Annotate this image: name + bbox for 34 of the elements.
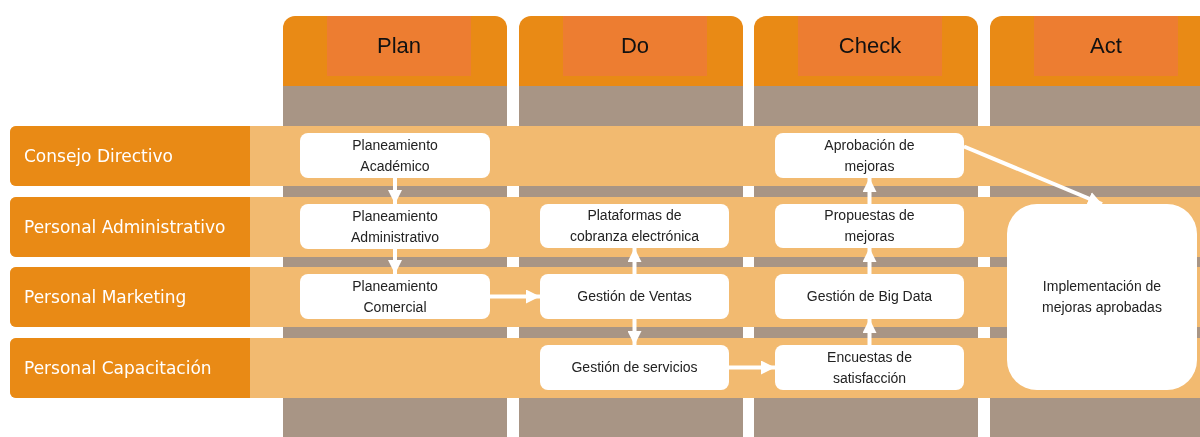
phase-column bbox=[283, 16, 507, 86]
phase-label: Do bbox=[563, 16, 707, 76]
phase-label: Act bbox=[1034, 16, 1178, 76]
arrow bbox=[963, 144, 1103, 206]
process-box: Propuestas de mejoras bbox=[775, 204, 964, 248]
process-box: Planeamiento Académico bbox=[300, 133, 490, 178]
swimlane-band bbox=[10, 126, 1200, 186]
process-box: Planeamiento Administrativo bbox=[300, 204, 490, 249]
lane-label: Consejo Directivo bbox=[10, 126, 250, 186]
arrow bbox=[388, 178, 402, 204]
lane-label: Personal Capacitación bbox=[10, 338, 250, 398]
arrow bbox=[388, 249, 402, 274]
arrow bbox=[627, 319, 642, 345]
arrow bbox=[627, 248, 642, 274]
process-box: Planeamiento Comercial bbox=[300, 274, 490, 319]
phase-column bbox=[754, 16, 978, 86]
process-box: Plataformas de cobranza electrónica bbox=[540, 204, 729, 248]
arrow bbox=[862, 248, 877, 274]
process-box: Encuestas de satisfacción bbox=[775, 345, 964, 390]
process-box: Gestión de Big Data bbox=[775, 274, 964, 319]
process-box: Gestión de Ventas bbox=[540, 274, 729, 319]
outcome-box: Implementación de mejoras aprobadas bbox=[1007, 204, 1197, 390]
lane-label: Personal Marketing bbox=[10, 267, 250, 327]
arrow bbox=[862, 319, 877, 345]
arrow bbox=[490, 289, 540, 304]
phase-column bbox=[990, 16, 1200, 86]
process-box: Gestión de servicios bbox=[540, 345, 729, 390]
lane-label: Personal Administrativo bbox=[10, 197, 250, 257]
phase-label: Plan bbox=[327, 16, 471, 76]
phase-label: Check bbox=[798, 16, 942, 76]
arrow bbox=[862, 178, 877, 204]
arrow bbox=[729, 360, 775, 375]
process-box: Aprobación de mejoras bbox=[775, 133, 964, 178]
phase-column bbox=[519, 16, 743, 86]
